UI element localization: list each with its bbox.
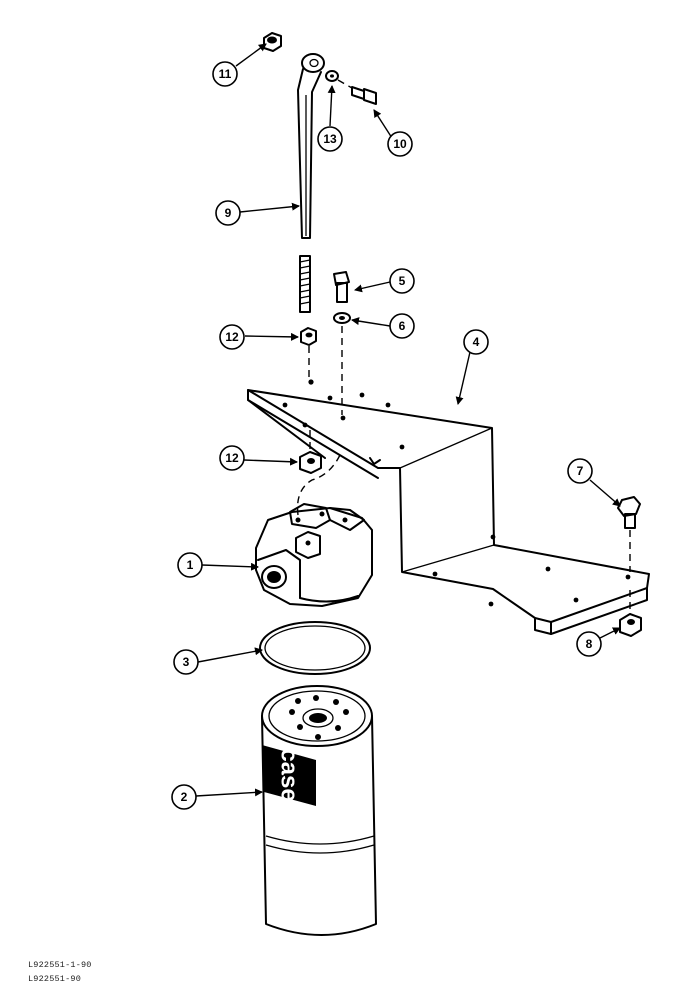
figure-code-1: L922551-1-90: [28, 960, 92, 970]
svg-text:12: 12: [225, 330, 239, 344]
nut-part-12-top: [263, 32, 282, 52]
leader-lines: [195, 43, 621, 797]
callout-8: 8: [576, 631, 602, 657]
callout-10: 10: [387, 131, 413, 157]
callout-2: 2: [171, 784, 197, 810]
svg-text:6: 6: [399, 319, 406, 333]
brand-label: case: [276, 748, 303, 801]
svg-text:8: 8: [586, 637, 593, 651]
svg-text:12: 12: [225, 451, 239, 465]
svg-text:3: 3: [183, 655, 190, 669]
threaded-stud: [299, 255, 311, 313]
filter-cartridge-part-2: case: [261, 685, 377, 936]
callout-5: 5: [389, 268, 415, 294]
oring-part-3: [259, 621, 371, 675]
callout-13: 13: [317, 126, 343, 152]
svg-text:4: 4: [473, 335, 480, 349]
callout-7: 7: [567, 458, 593, 484]
rod-part-9: [297, 53, 325, 239]
lockwasher-part-6: [333, 312, 351, 415]
bolt-part-10: [337, 79, 377, 105]
callout-12-middle: 12: [219, 445, 245, 471]
callout-11: 12: [219, 324, 245, 350]
bolt-part-5: [333, 271, 350, 303]
callout-1: 1: [177, 552, 203, 578]
washer-part-13: [325, 70, 339, 82]
nut-part-12-middle: [296, 430, 341, 516]
bracket-part-4: [247, 379, 650, 635]
svg-text:7: 7: [577, 464, 584, 478]
svg-text:11: 11: [219, 67, 232, 81]
callout-4: 4: [463, 329, 489, 355]
svg-text:5: 5: [399, 274, 406, 288]
svg-text:10: 10: [393, 137, 407, 151]
callout-6: 6: [389, 313, 415, 339]
callout-12-top: 11: [212, 61, 238, 87]
svg-text:13: 13: [323, 132, 337, 146]
nut-part-11: [300, 327, 317, 378]
callout-9: 9: [215, 200, 241, 226]
callout-3: 3: [173, 649, 199, 675]
svg-text:1: 1: [187, 558, 194, 572]
figure-code-2: L922551-90: [28, 974, 82, 984]
svg-text:9: 9: [225, 206, 232, 220]
filter-head-part-1: [255, 503, 373, 607]
svg-text:2: 2: [181, 790, 188, 804]
bolt-part-7: [617, 496, 641, 572]
